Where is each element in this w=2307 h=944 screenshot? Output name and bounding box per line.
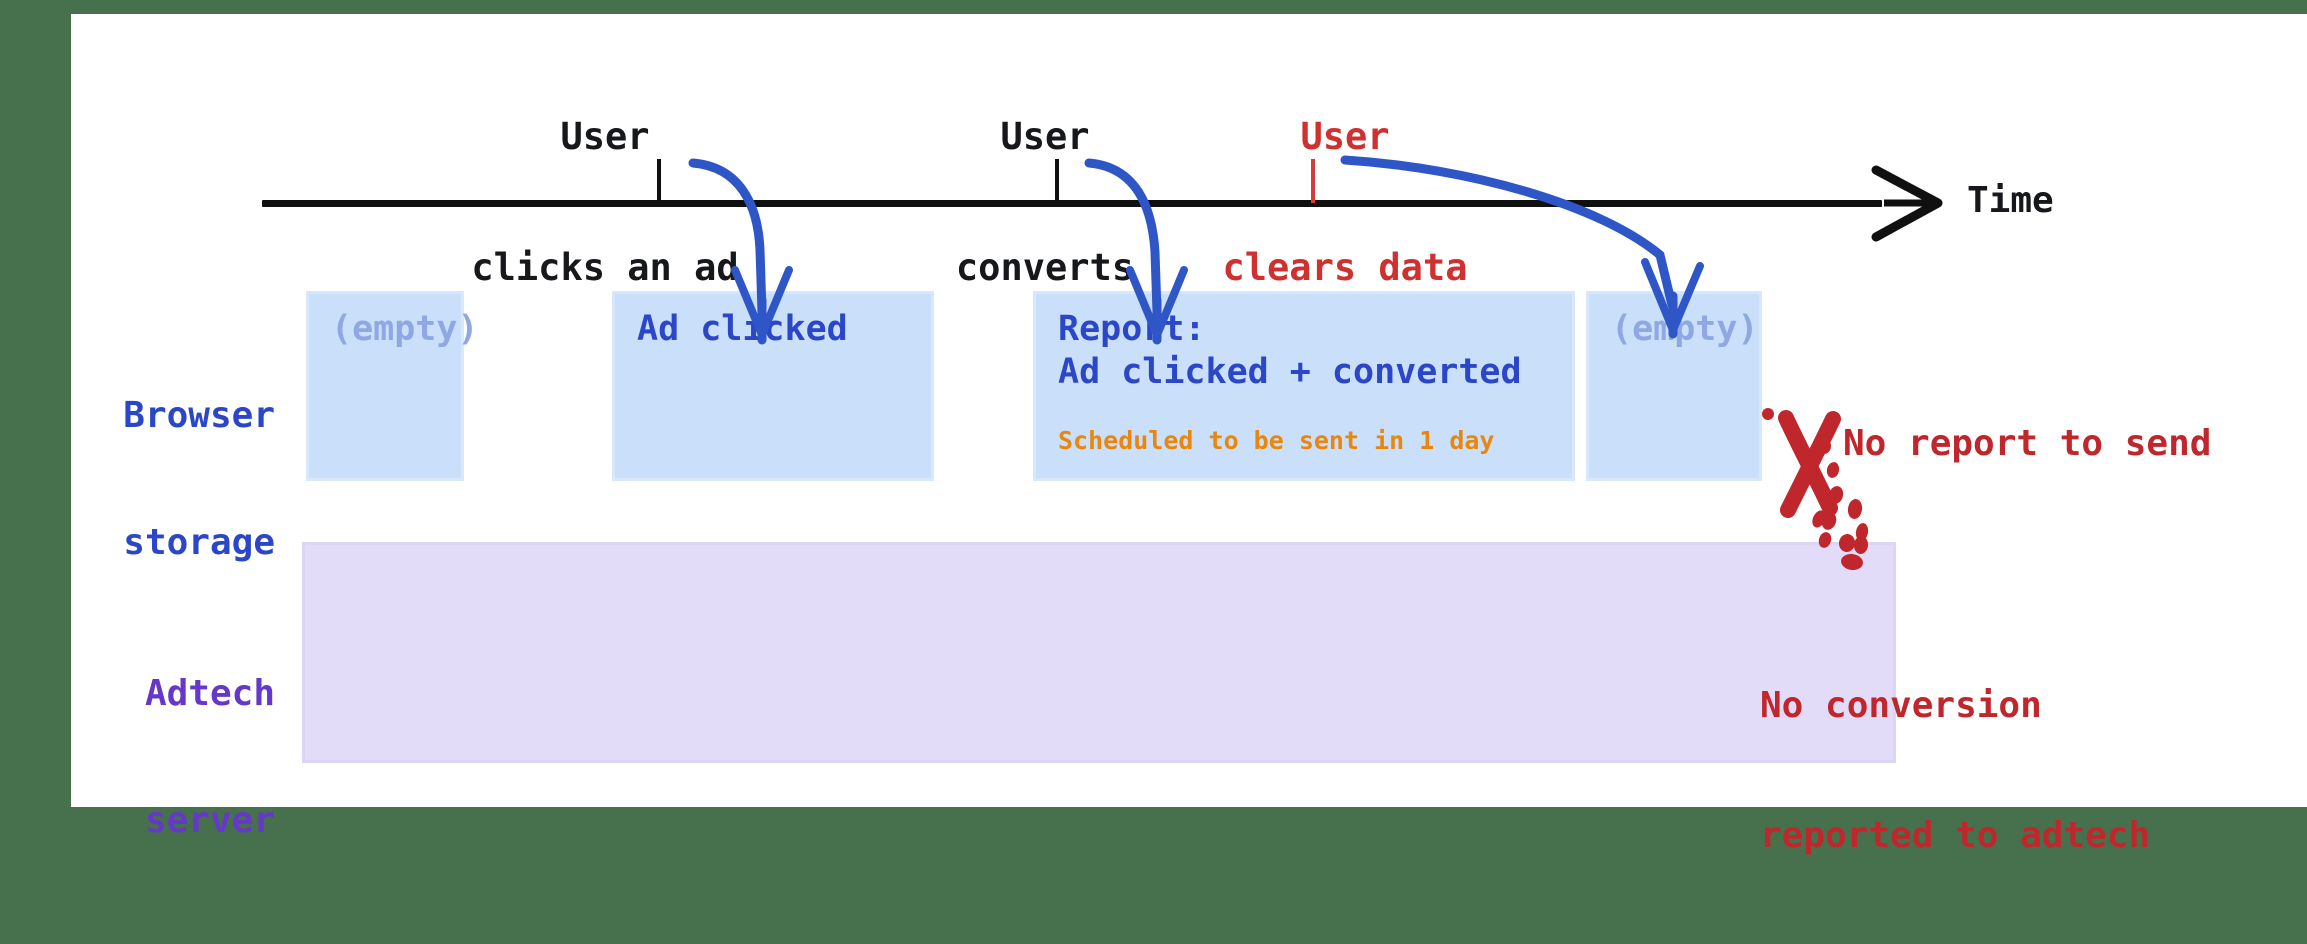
timeline-axis <box>262 200 1882 207</box>
event-label-convert-line2: converts <box>955 246 1135 290</box>
storage-box-1: (empty) <box>306 291 479 481</box>
row-label-browser-line2: storage <box>123 522 275 564</box>
annotation-no-conversion-line2: reported to adtech <box>1760 814 2151 856</box>
storage-box-3-subtext: Scheduled to be sent in 1 day <box>1058 426 1495 455</box>
timeline-tick-convert <box>1055 159 1059 203</box>
annotation-no-conversion-line1: No conversion <box>1760 685 2042 727</box>
event-label-convert-line1: User <box>1000 115 1090 159</box>
page-left-border <box>0 0 71 807</box>
event-label-click-line2: clicks an ad <box>471 246 739 290</box>
storage-box-2: Ad clicked <box>612 291 934 481</box>
row-label-browser-line1: Browser <box>123 394 275 436</box>
storage-box-4-text: (empty) <box>1611 309 1759 349</box>
annotation-no-conversion-reported: No conversion reported to adtech <box>1760 598 2150 944</box>
adtech-server-box <box>302 542 1896 763</box>
page-top-border <box>0 0 2307 14</box>
storage-box-2-text: Ad clicked <box>637 309 848 349</box>
event-label-clear-line1: User <box>1300 115 1390 159</box>
storage-box-4: (empty) <box>1586 291 1762 481</box>
storage-box-1-text: (empty) <box>331 309 479 349</box>
row-label-adtech-server: Adtech server <box>80 588 275 928</box>
annotation-no-report-to-send: No report to send <box>1843 423 2212 464</box>
diagram-canvas: User clicks an ad User converts User cle… <box>0 0 2307 856</box>
timeline-axis-label: Time <box>1967 180 2054 221</box>
row-label-adtech-line1: Adtech <box>144 672 275 714</box>
storage-box-3: Report: Ad clicked + converted Scheduled… <box>1033 291 1575 481</box>
row-label-browser-storage: Browser storage <box>80 310 275 650</box>
event-label-clear-line2: clears data <box>1222 246 1468 290</box>
timeline-tick-clear-data <box>1311 159 1315 203</box>
timeline-tick-click <box>657 159 661 203</box>
event-label-click-line1: User <box>560 115 650 159</box>
storage-box-3-text: Report: Ad clicked + converted <box>1058 309 1522 393</box>
